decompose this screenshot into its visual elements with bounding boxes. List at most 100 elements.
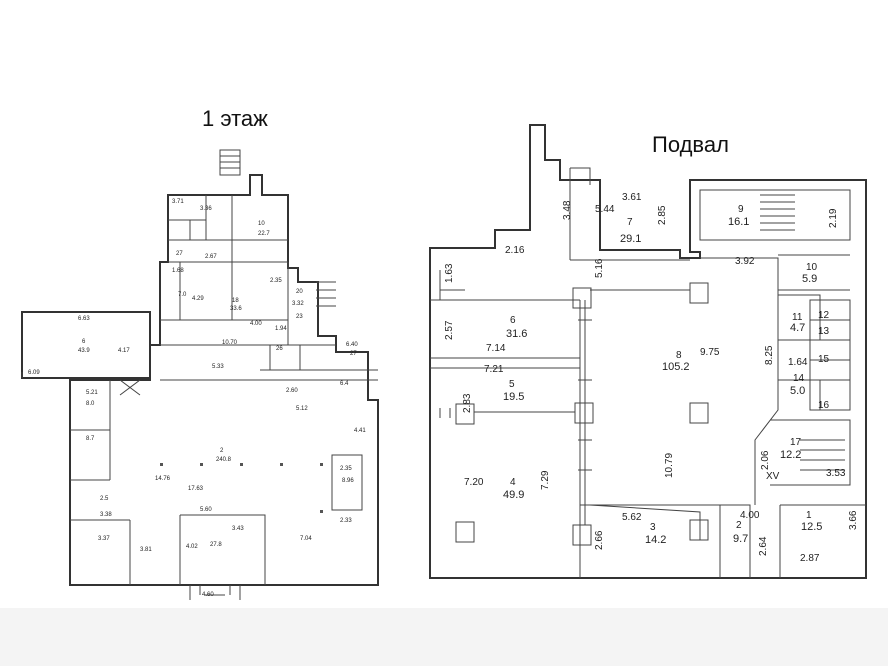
- floor1-label: 7.0: [178, 292, 187, 298]
- basement-label: 9.7: [733, 533, 748, 545]
- floor1-label: 3.32: [292, 301, 304, 307]
- basement-label: 3.66: [848, 510, 859, 530]
- basement-label: 2: [736, 520, 742, 531]
- floor1-label: 8.7: [86, 436, 95, 442]
- floor1-label: 4.41: [354, 428, 366, 434]
- floor1-label: 5.12: [296, 406, 308, 412]
- basement-label: 2.85: [657, 205, 668, 225]
- basement-label: 12.2: [780, 449, 801, 461]
- basement-label: 7.14: [486, 343, 506, 354]
- basement-label: 5.62: [622, 512, 642, 523]
- floor1-room6-wall: [21, 311, 151, 379]
- floor1-label: 5.33: [212, 364, 224, 370]
- basement-label: 3.92: [735, 256, 755, 267]
- floor1-pillars: [160, 463, 323, 513]
- floor1-label: 4.02: [186, 544, 198, 550]
- basement-label: 49.9: [503, 489, 524, 501]
- basement-label: 12.5: [801, 521, 822, 533]
- floor1-label: 5.21: [86, 390, 98, 396]
- basement-label: 2.16: [505, 245, 525, 256]
- floor1-label: 14.76: [155, 476, 171, 482]
- floor1-label: 10: [258, 221, 265, 227]
- basement-label: 1.64: [788, 357, 808, 368]
- floor1-label: 240.8: [216, 457, 232, 463]
- basement-label: 5.0: [790, 385, 805, 397]
- basement-right-rooms: [770, 254, 866, 578]
- floor1-label: 17.63: [188, 486, 204, 492]
- basement-room9-wall: [699, 189, 851, 241]
- floor1-label: 3.43: [232, 526, 244, 532]
- basement-label: 12: [818, 310, 830, 321]
- basement-label: 16.1: [728, 216, 749, 228]
- floor1-label: 2.35: [340, 466, 352, 472]
- basement-label: 5.16: [594, 258, 605, 278]
- floor1-label: 8.96: [342, 478, 354, 484]
- basement-label: 2.19: [828, 208, 839, 228]
- floor1-label: 20: [296, 289, 303, 295]
- basement-label: 5: [509, 379, 515, 390]
- basement-columns: [455, 282, 709, 546]
- basement-label: 3.48: [562, 200, 573, 220]
- floor1-label: 4.00: [250, 321, 262, 327]
- floor1-label: 3.81: [140, 547, 152, 553]
- floor1-label: 7.04: [300, 536, 312, 542]
- basement-label: 29.1: [620, 233, 641, 245]
- basement-label: 105.2: [662, 361, 690, 373]
- floor1-label: 3.38: [100, 512, 112, 518]
- basement-label: XV: [766, 471, 780, 482]
- basement-label: 16: [818, 400, 830, 411]
- floor1-label: 2.60: [286, 388, 298, 394]
- basement-label: 8.25: [764, 345, 775, 365]
- floor1-label: 4.60: [202, 592, 214, 598]
- floor1-label: 6.40: [346, 342, 358, 348]
- floor1-label: 43.9: [78, 348, 90, 354]
- floor1-label: 8.0: [86, 401, 95, 407]
- floor1-label: 3.36: [200, 206, 212, 212]
- floor1-label: 5.60: [200, 507, 212, 513]
- floor1-label: 6.09: [28, 370, 40, 376]
- basement-label: 4.7: [790, 322, 805, 334]
- floor1-label: 4.29: [192, 296, 204, 302]
- basement-label: 15: [818, 354, 830, 365]
- basement-label: 7.29: [540, 470, 551, 490]
- basement-label: 1.63: [444, 263, 455, 283]
- floor1-label: 2.35: [270, 278, 282, 284]
- basement-label: 6: [510, 315, 516, 326]
- basement-label: 7: [627, 217, 633, 228]
- basement-label: 19.5: [503, 391, 524, 403]
- floor1-label: 1.94: [275, 326, 287, 332]
- basement-label: 3.61: [622, 192, 642, 203]
- floor1-label: 6.63: [78, 316, 90, 322]
- basement-label: 5.9: [802, 273, 817, 285]
- floor1-label: 3.37: [98, 536, 110, 542]
- floor1-partitions: [21, 195, 378, 585]
- floor1-label: 27: [350, 351, 357, 357]
- floor1-stair-top: [219, 149, 241, 176]
- floor1-label: 33.6: [230, 306, 242, 312]
- floor1-label: 2.67: [205, 254, 217, 260]
- basement-plan: [429, 124, 867, 579]
- floor1-plan: [21, 149, 379, 600]
- floor1-label-group: 6.63 6 43.9 4.17 6.09 3.71 3.36 1.68 4.2…: [28, 199, 366, 598]
- basement-label: 2.87: [800, 553, 820, 564]
- basement-label: 7.20: [464, 477, 484, 488]
- basement-label: 4.00: [740, 510, 760, 521]
- basement-label: 17: [790, 437, 802, 448]
- basement-label: 2.83: [462, 393, 473, 413]
- basement-label: 14: [793, 373, 805, 384]
- floor1-label: 1.68: [172, 268, 184, 274]
- basement-label: 14.2: [645, 534, 666, 546]
- floor1-label: 6.4: [340, 381, 349, 387]
- floor1-label: 22.7: [258, 231, 270, 237]
- basement-pipes: [474, 289, 750, 540]
- basement-label: 31.6: [506, 328, 527, 340]
- floor1-label: 6: [82, 339, 86, 345]
- basement-label: 2.06: [760, 450, 771, 470]
- basement-label: 2.66: [594, 530, 605, 550]
- basement-label: 3.53: [826, 468, 846, 479]
- basement-room8-wall: [580, 257, 779, 505]
